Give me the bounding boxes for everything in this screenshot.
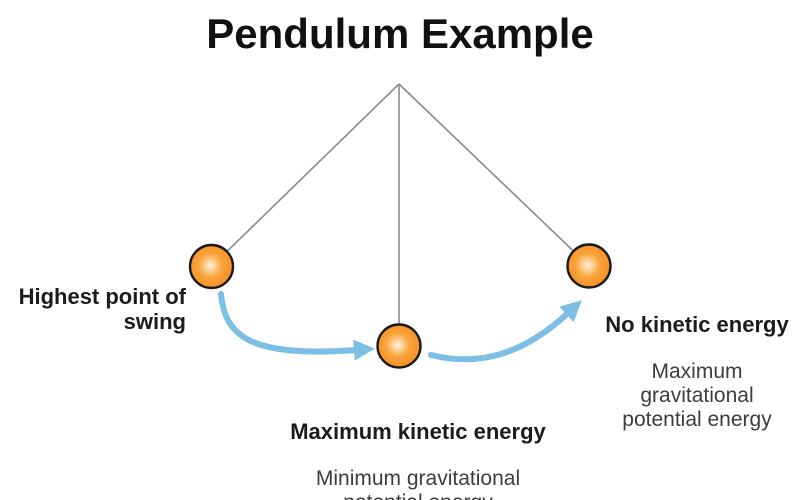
swing-arrow-right xyxy=(428,300,582,363)
pendulum-bob-center xyxy=(376,323,422,369)
label-max-kinetic: Maximum kinetic energy Minimum gravitati… xyxy=(258,401,578,500)
pendulum-bob-right xyxy=(566,243,612,289)
label-highest-point: Highest point of swing xyxy=(18,284,186,334)
pendulum-bob-left xyxy=(188,243,235,290)
label-no-kinetic-subtitle: Maximum gravitational potential energy xyxy=(622,360,772,431)
label-max-kinetic-title: Maximum kinetic energy xyxy=(290,419,546,444)
pendulum-string-left xyxy=(211,83,400,267)
pendulum-string-right xyxy=(398,83,590,267)
diagram-title: Pendulum Example xyxy=(206,10,594,57)
swing-arrow-left xyxy=(218,291,375,361)
label-max-kinetic-subtitle: Minimum gravitational potential energy xyxy=(315,467,521,500)
label-no-kinetic-title: No kinetic energy xyxy=(605,312,789,337)
label-no-kinetic: No kinetic energy Maximum gravitational … xyxy=(597,294,797,450)
